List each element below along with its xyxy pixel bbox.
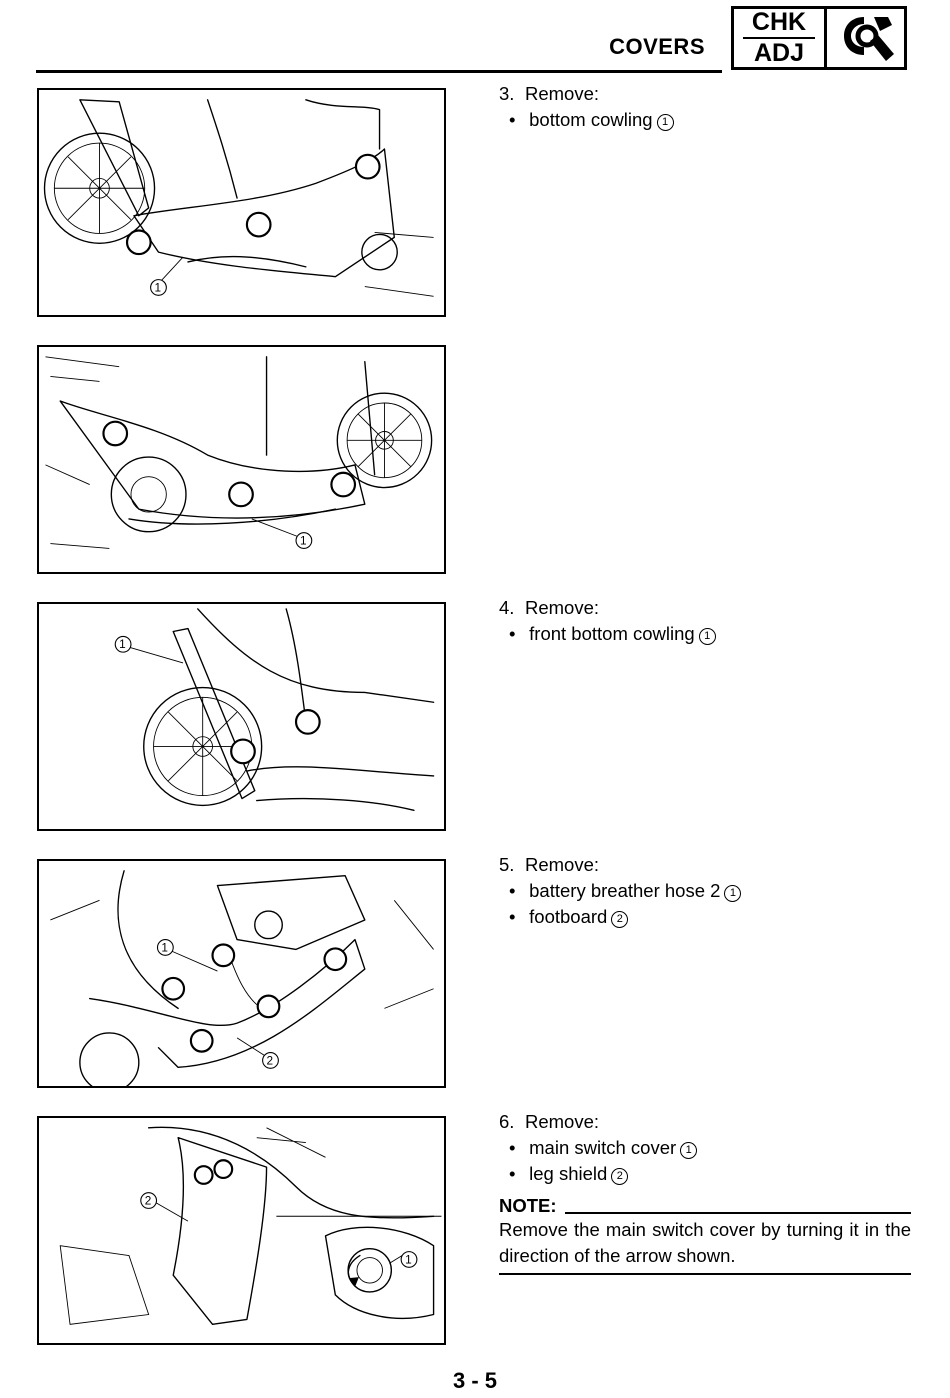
- section-title: COVERS: [609, 34, 705, 59]
- ref-number: 1: [698, 628, 716, 645]
- figure-footboard: 1 2: [37, 859, 446, 1088]
- badge-text: CHK ADJ: [734, 9, 827, 67]
- figure-front-bottom-cowling: 1: [37, 602, 446, 831]
- step-5-heading: 5. Remove:: [499, 852, 911, 878]
- note-heading: NOTE:: [499, 1193, 911, 1217]
- chk-adj-badge: CHK ADJ: [731, 6, 907, 70]
- note-text: Remove the main switch cover by turning …: [499, 1219, 911, 1266]
- step-number: 6.: [499, 1111, 515, 1132]
- step-action: Remove:: [525, 83, 600, 104]
- step-action: Remove:: [525, 597, 600, 618]
- figure2-callout-1: 1: [300, 534, 307, 547]
- ref-number: 2: [611, 1168, 629, 1185]
- list-item: battery breather hose 21: [499, 878, 911, 904]
- figure-leg-shield: 2 1: [37, 1116, 446, 1345]
- figure1-callout-1: 1: [155, 281, 162, 294]
- figure-bottom-cowling-right: 1: [37, 345, 446, 574]
- figure3-callout-1: 1: [119, 638, 126, 651]
- step-number: 5.: [499, 854, 515, 875]
- figure-bottom-cowling-left: 1: [37, 88, 446, 317]
- step-action: Remove:: [525, 854, 600, 875]
- header-rule: [36, 70, 722, 73]
- ref-number: 1: [680, 1142, 698, 1159]
- figure4-callout-2: 2: [267, 1054, 274, 1067]
- badge-separator: [743, 37, 815, 39]
- note-end-rule: [499, 1273, 911, 1275]
- step-number: 3.: [499, 83, 515, 104]
- step-action: Remove:: [525, 1111, 600, 1132]
- figure5-callout-2: 2: [145, 1194, 152, 1207]
- step-3-heading: 3. Remove:: [499, 81, 911, 107]
- step-6-heading: 6. Remove:: [499, 1109, 911, 1135]
- step-number: 4.: [499, 597, 515, 618]
- step-4-heading: 4. Remove:: [499, 595, 911, 621]
- badge-top-label: CHK: [751, 8, 807, 36]
- badge-bottom-label: ADJ: [753, 39, 804, 67]
- page-number: 3 - 5: [452, 1368, 498, 1393]
- figure4-callout-1: 1: [161, 941, 168, 954]
- ref-number: 2: [611, 911, 629, 928]
- wrench-check-icon: [827, 9, 904, 67]
- figure5-callout-1: 1: [405, 1253, 412, 1266]
- ref-number: 1: [724, 885, 742, 902]
- step-5: 5. Remove: battery breather hose 21 footb…: [499, 852, 911, 930]
- note-rule: [564, 1212, 911, 1214]
- ref-number: 1: [656, 114, 674, 131]
- note-label: NOTE:: [499, 1195, 557, 1216]
